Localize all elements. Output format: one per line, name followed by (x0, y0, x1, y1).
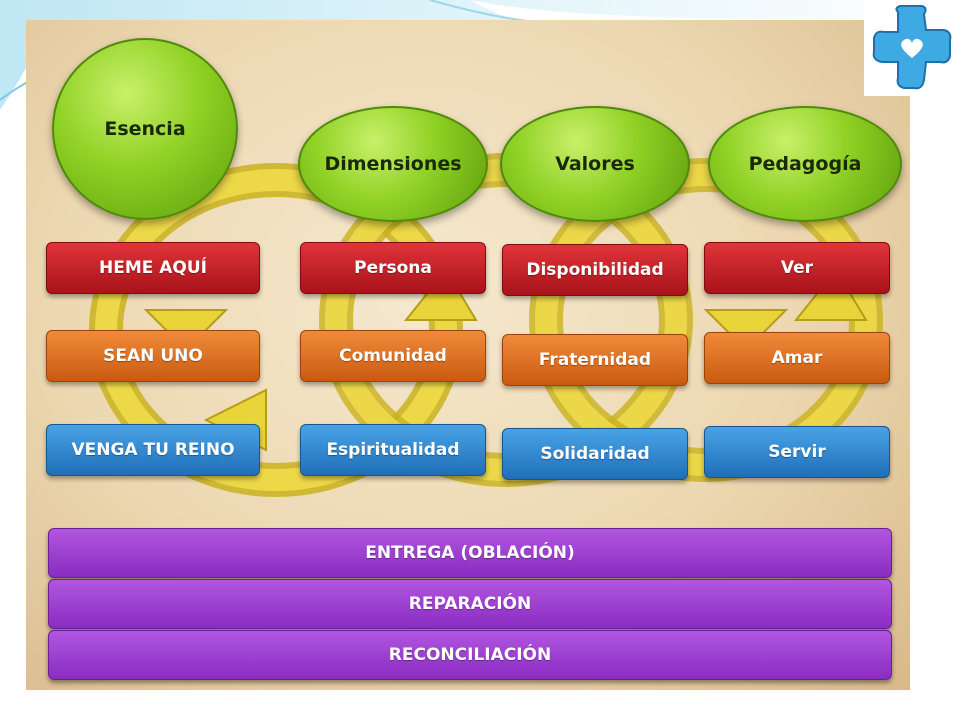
box-sean-uno: SEAN UNO (46, 330, 260, 382)
box-ver: Ver (704, 242, 890, 294)
circle-dimensiones-label: Dimensiones (324, 153, 462, 175)
box-amar-label: Amar (771, 348, 823, 368)
bar-entrega: ENTREGA (OBLACIÓN) (48, 528, 892, 578)
box-solidaridad-label: Solidaridad (540, 444, 650, 464)
circle-dimensiones: Dimensiones (298, 106, 488, 222)
box-venga-tu-reino-label: VENGA TU REINO (71, 440, 235, 460)
box-servir-label: Servir (768, 442, 826, 462)
bar-reconciliacion-label: RECONCILIACIÓN (388, 645, 552, 665)
box-fraternidad: Fraternidad (502, 334, 688, 386)
bar-reconciliacion: RECONCILIACIÓN (48, 630, 892, 680)
circle-pedagogia: Pedagogía (708, 106, 902, 222)
circle-valores: Valores (500, 106, 690, 222)
bar-reparacion-label: REPARACIÓN (408, 594, 532, 614)
box-disponibilidad-label: Disponibilidad (526, 260, 664, 280)
box-heme-aqui-label: HEME AQUÍ (98, 258, 208, 278)
box-persona-label: Persona (354, 258, 432, 278)
box-persona: Persona (300, 242, 486, 294)
logo-container (864, 0, 960, 96)
box-disponibilidad: Disponibilidad (502, 244, 688, 296)
bar-entrega-label: ENTREGA (OBLACIÓN) (365, 543, 575, 563)
circle-esencia-label: Esencia (104, 118, 186, 140)
box-venga-tu-reino: VENGA TU REINO (46, 424, 260, 476)
box-comunidad-label: Comunidad (339, 346, 447, 366)
box-heme-aqui: HEME AQUÍ (46, 242, 260, 294)
box-servir: Servir (704, 426, 890, 478)
bar-reparacion: REPARACIÓN (48, 579, 892, 629)
box-solidaridad: Solidaridad (502, 428, 688, 480)
box-espiritualidad-label: Espiritualidad (326, 440, 460, 460)
box-fraternidad-label: Fraternidad (538, 350, 652, 370)
box-amar: Amar (704, 332, 890, 384)
circle-pedagogia-label: Pedagogía (748, 153, 862, 175)
box-sean-uno-label: SEAN UNO (103, 346, 203, 366)
circle-valores-label: Valores (555, 153, 635, 175)
circle-esencia: Esencia (52, 38, 238, 220)
box-ver-label: Ver (780, 258, 814, 278)
box-espiritualidad: Espiritualidad (300, 424, 486, 476)
box-comunidad: Comunidad (300, 330, 486, 382)
cross-heart-logo-icon (872, 5, 952, 90)
diagram-panel: Esencia Dimensiones Valores Pedagogía HE… (26, 20, 910, 690)
